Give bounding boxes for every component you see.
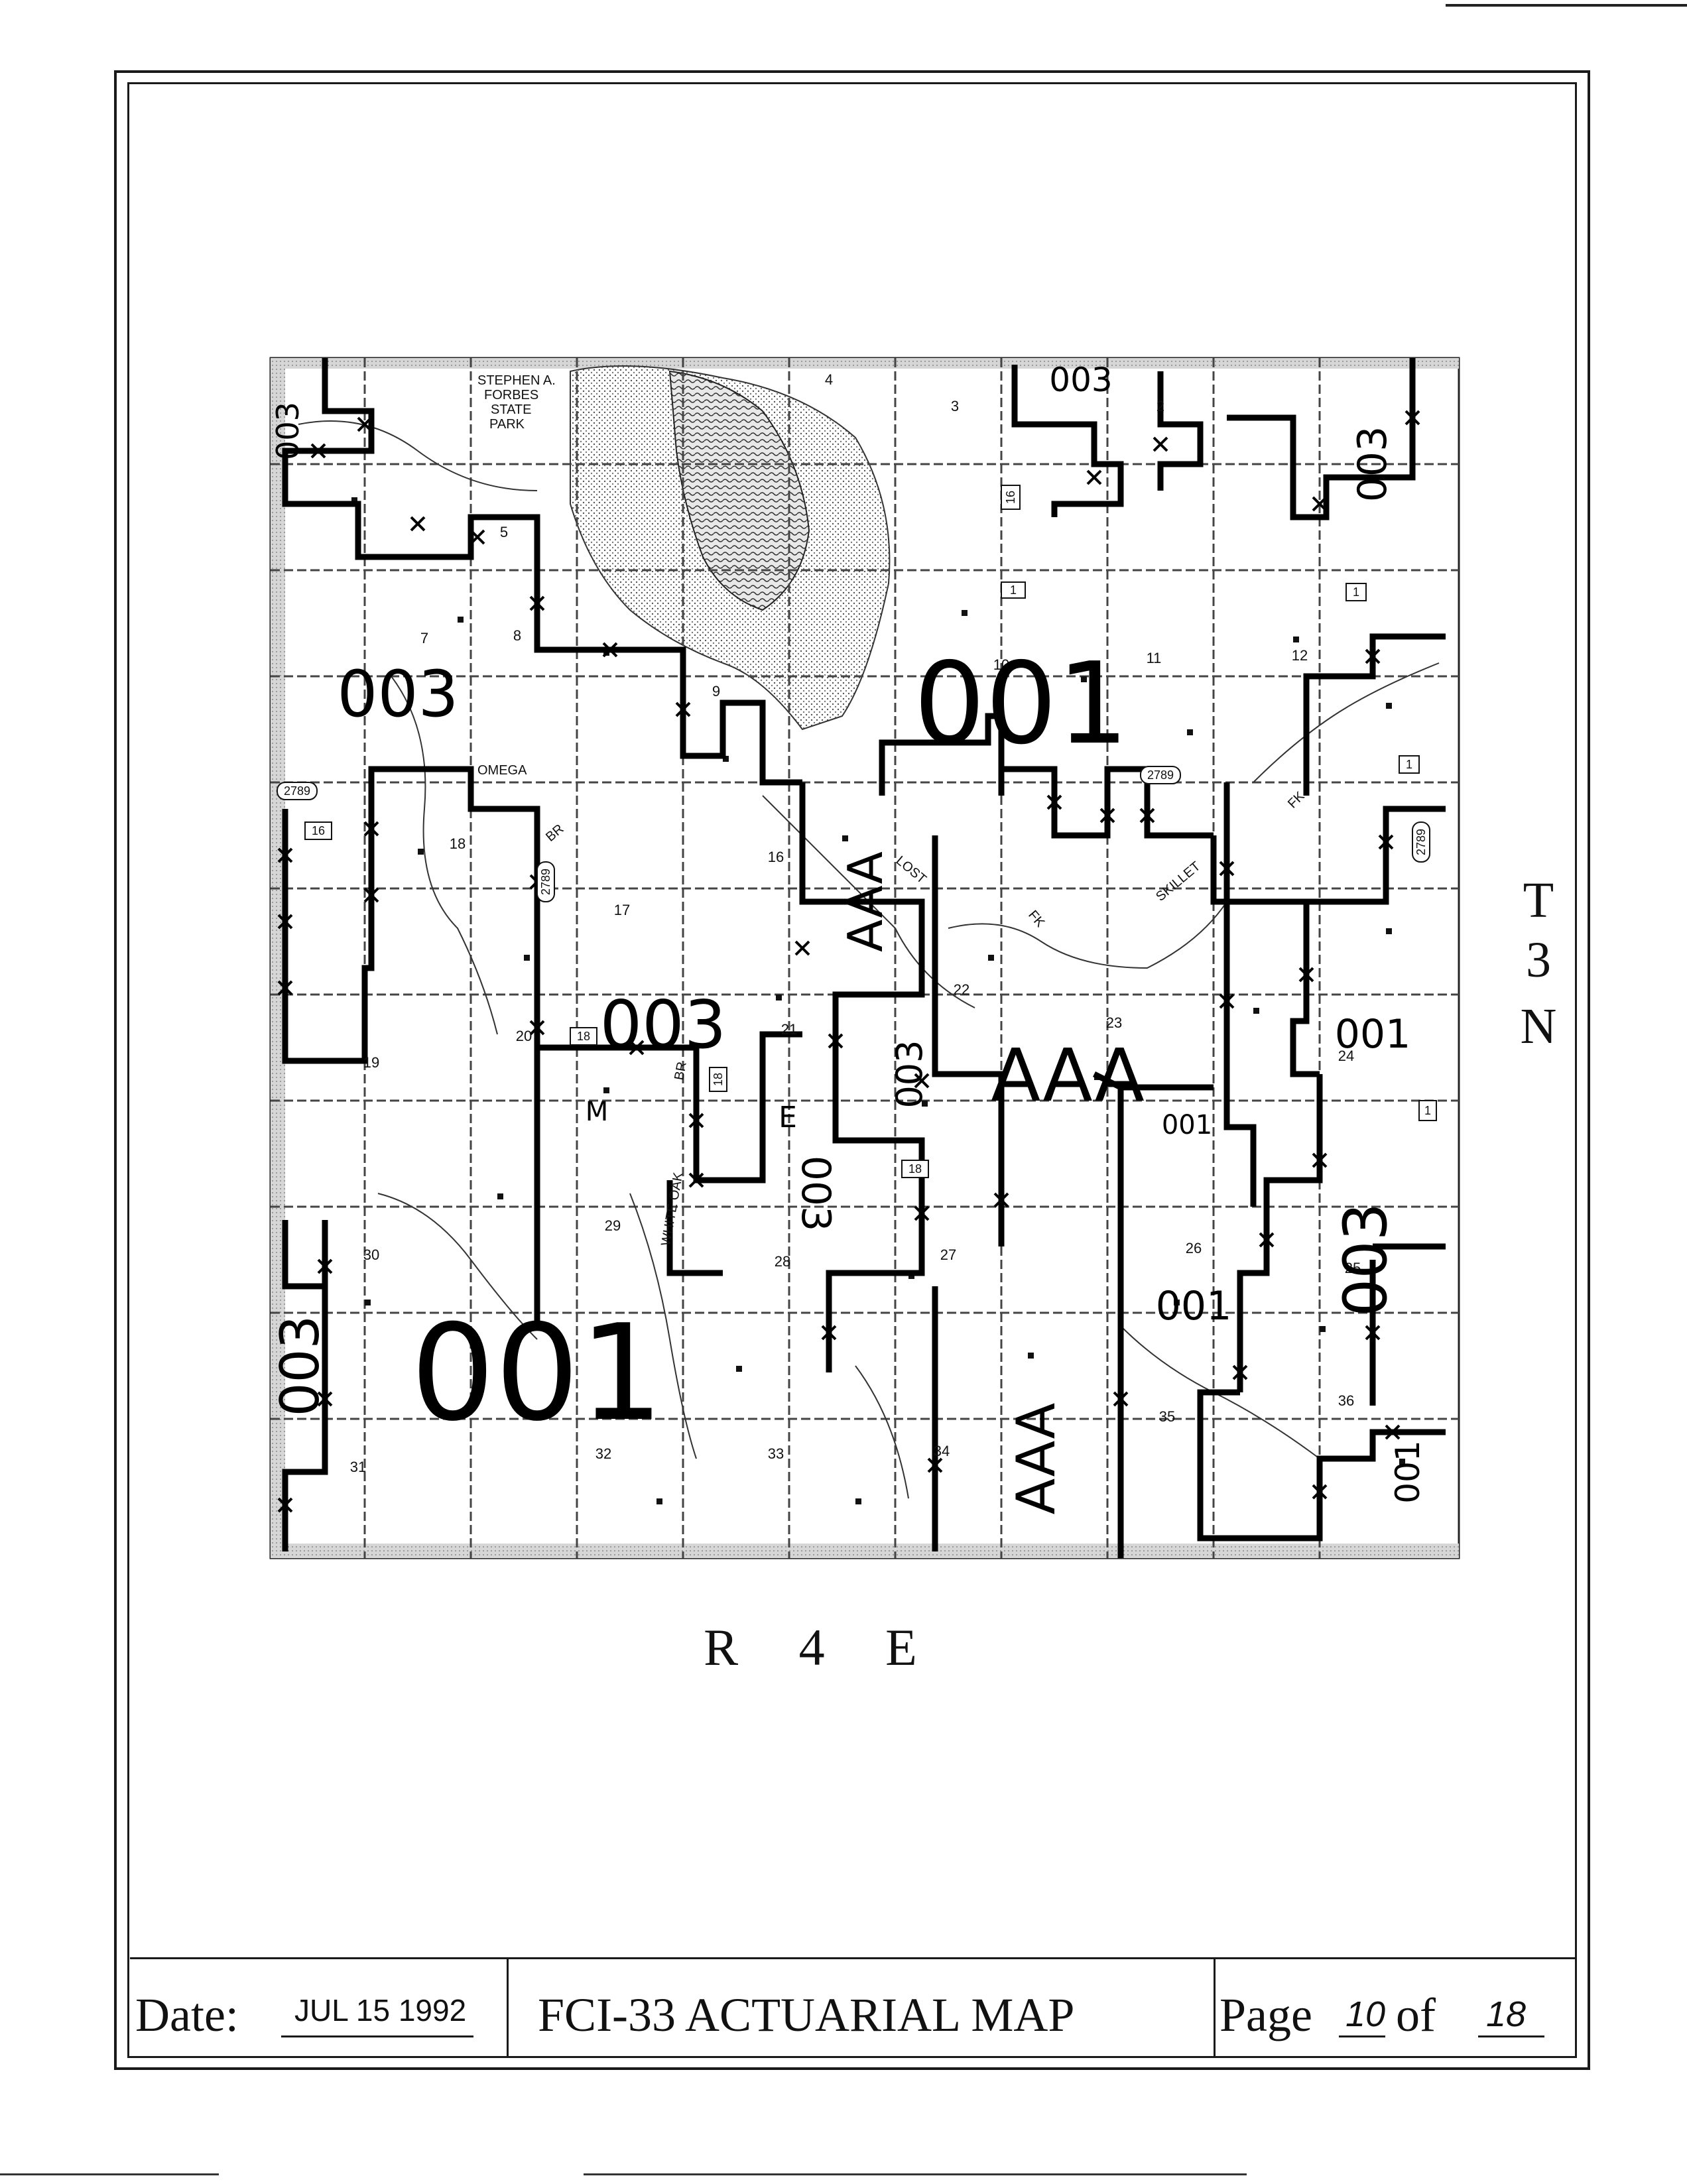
section-16: 16	[768, 849, 784, 865]
township-direction: N	[1520, 999, 1557, 1054]
code-001-s: 001	[1156, 1283, 1232, 1329]
code-003-mid: 003	[600, 986, 727, 1063]
park-label-2: FORBES	[484, 388, 538, 402]
code-001-sw: 001	[410, 1296, 664, 1451]
section-29: 29	[605, 1217, 621, 1234]
township-number: 3	[1526, 932, 1551, 988]
of-label: of	[1396, 1988, 1436, 2041]
section-32: 32	[595, 1445, 611, 1462]
date-value: JUL 15 1992	[294, 1993, 467, 2028]
range-label: R 4 E	[704, 1618, 941, 1676]
scan-edge-top	[1446, 4, 1687, 7]
code-003-w: 003	[337, 657, 458, 731]
code-m: M	[586, 1097, 609, 1127]
code-aaa-mid: AAA	[838, 851, 893, 952]
page-total: 18	[1486, 1994, 1527, 2034]
section-10: 10	[993, 656, 1009, 673]
section-36: 36	[1338, 1392, 1354, 1409]
stream-label-br-2: BR	[672, 1061, 689, 1081]
map-canvas: STEPHEN A. FORBES STATE PARK OMEGA LOST …	[269, 357, 1460, 1559]
code-003-nw: 003	[270, 402, 306, 460]
section-7: 7	[420, 630, 428, 646]
code-001-small: 001	[1162, 1110, 1212, 1140]
section-8: 8	[513, 627, 521, 644]
section-18: 18	[450, 835, 466, 852]
code-aaa-south: AAA	[1005, 1402, 1067, 1514]
shield-1-b: 1	[1406, 758, 1412, 771]
section-31: 31	[350, 1459, 366, 1475]
shield-1-c: 1	[1353, 585, 1359, 599]
page-border-outer	[114, 70, 1590, 2070]
shield-2789-c: 2789	[1414, 829, 1428, 855]
page-total-underline	[1478, 2035, 1544, 2037]
section-2: 2	[1156, 398, 1164, 414]
section-25: 25	[1345, 1260, 1361, 1276]
title-block: Date: JUL 15 1992 FCI-33 ACTUARIAL MAP P…	[130, 1957, 1576, 2057]
date-cell: Date: JUL 15 1992	[130, 1959, 501, 2057]
section-28: 28	[775, 1253, 790, 1270]
section-4: 4	[825, 371, 833, 388]
page-border-inner	[127, 82, 1577, 2058]
actuarial-map: STEPHEN A. FORBES STATE PARK OMEGA LOST …	[259, 332, 1472, 1565]
shield-18-b: 18	[908, 1162, 922, 1176]
section-34: 34	[934, 1443, 950, 1459]
town-label: OMEGA	[477, 763, 527, 778]
code-003-sw: 003	[269, 1315, 331, 1417]
code-003-ne: 003	[1349, 426, 1396, 503]
shield-18-a: 18	[577, 1030, 590, 1043]
page-cell: Page 10 of 18	[1214, 1959, 1576, 2057]
page-number: 10	[1345, 1994, 1386, 2034]
section-3: 3	[951, 398, 959, 414]
township-letter: T	[1523, 873, 1554, 928]
shield-18-c: 18	[712, 1073, 725, 1086]
shield-1-a: 1	[1010, 583, 1017, 597]
park-label-3: STATE	[491, 402, 531, 417]
section-17: 17	[614, 902, 630, 918]
shield-2789-b: 2789	[1147, 768, 1174, 782]
code-003-vert: 003	[889, 1040, 930, 1108]
code-001-center: 001	[914, 638, 1129, 770]
section-12: 12	[1292, 647, 1308, 664]
section-27: 27	[940, 1246, 956, 1263]
section-35: 35	[1159, 1408, 1175, 1425]
section-23: 23	[1106, 1014, 1122, 1031]
section-22: 22	[954, 981, 969, 998]
section-19: 19	[363, 1054, 379, 1071]
code-aaa-center: AAA	[991, 1033, 1145, 1118]
park-label-1: STEPHEN A.	[477, 373, 556, 388]
shield-2789-d: 2789	[539, 869, 552, 895]
section-5: 5	[500, 524, 508, 540]
code-003-center-south: 003	[792, 1156, 839, 1232]
shield-1-d: 1	[1424, 1104, 1431, 1117]
section-30: 30	[363, 1246, 379, 1263]
page-label: Page	[1219, 1988, 1312, 2041]
page-number-underline	[1339, 2035, 1385, 2037]
code-001-se: 001	[1389, 1440, 1427, 1503]
shield-2789-a: 2789	[284, 784, 310, 798]
scan-edge-bottom-2	[584, 2173, 1247, 2175]
section-21: 21	[781, 1021, 797, 1038]
date-underline	[281, 2035, 473, 2037]
shield-16-a: 16	[1004, 491, 1017, 504]
section-33: 33	[768, 1445, 784, 1462]
section-9: 9	[712, 683, 720, 699]
code-003-n: 003	[1049, 361, 1112, 399]
section-20: 20	[516, 1028, 532, 1044]
map-title: FCI-33 ACTUARIAL MAP	[538, 1988, 1075, 2041]
code-001-e: 001	[1335, 1011, 1411, 1058]
scan-edge-bottom-1	[0, 2173, 219, 2175]
park-label-4: PARK	[489, 417, 525, 432]
code-e: E	[779, 1101, 797, 1134]
section-11: 11	[1147, 650, 1162, 666]
shield-16-b: 16	[312, 824, 325, 837]
section-24: 24	[1338, 1048, 1354, 1064]
title-cell: FCI-33 ACTUARIAL MAP	[507, 1959, 1176, 2057]
section-26: 26	[1186, 1240, 1202, 1256]
date-label: Date:	[135, 1988, 239, 2041]
code-003-se: 003	[1331, 1203, 1401, 1317]
